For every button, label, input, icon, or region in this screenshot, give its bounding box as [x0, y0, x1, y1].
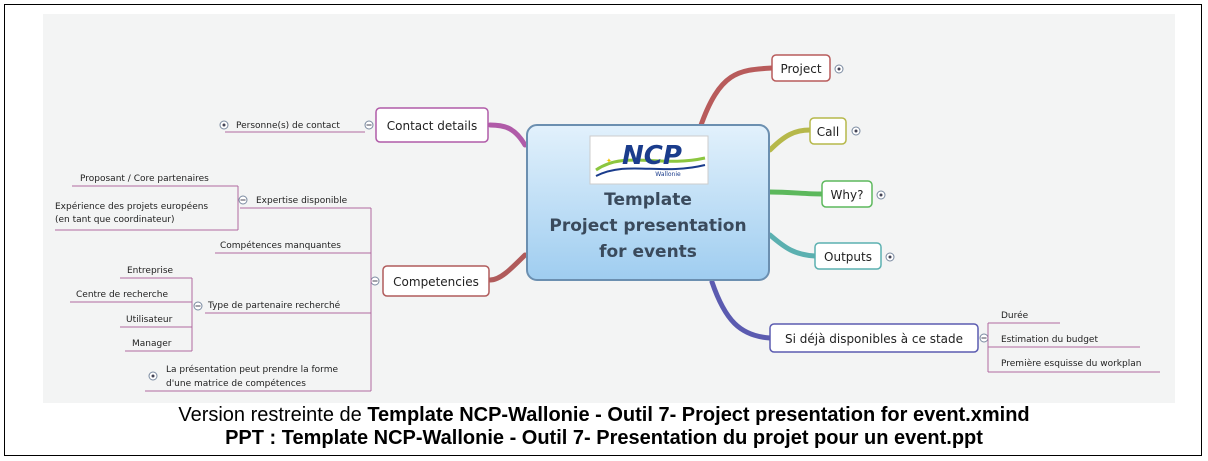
- branch-call: [767, 127, 813, 153]
- competences-manquantes-label[interactable]: Compétences manquantes: [220, 240, 341, 251]
- presentation-note-line-1[interactable]: La présentation peut prendre la forme: [166, 364, 338, 375]
- si-deja-child-workplan[interactable]: Première esquisse du workplan: [1001, 358, 1141, 369]
- topic-outputs[interactable]: Outputs: [814, 242, 882, 270]
- logo-text: NCP: [622, 141, 682, 171]
- ncp-logo: NCP Wallonie ✦: [589, 135, 709, 185]
- branch-why: [767, 189, 825, 197]
- central-title-line-1: Template: [604, 190, 692, 210]
- expand-outputs-icon[interactable]: [885, 252, 895, 262]
- expand-project-icon[interactable]: [834, 64, 844, 74]
- expand-call-icon[interactable]: [851, 126, 861, 136]
- partenaire-child-manager[interactable]: Manager: [132, 339, 172, 349]
- logo-star: ✦: [606, 157, 612, 165]
- caption-prefix: Version restreinte de: [178, 404, 368, 426]
- branch-contact: [487, 122, 528, 148]
- expertise-bracket: [55, 185, 239, 231]
- expertise-label[interactable]: Expertise disponible: [256, 196, 348, 206]
- caption-line-1: Version restreinte de Template NCP-Wallo…: [0, 404, 1208, 427]
- presentation-note-line-2: d'une matrice de compétences: [166, 378, 306, 389]
- topic-outputs-label: Outputs: [824, 250, 872, 264]
- collapse-type-partenaire-icon[interactable]: [193, 301, 203, 311]
- branch-si-deja: [709, 279, 773, 341]
- si-deja-child-budget[interactable]: Estimation du budget: [1001, 335, 1098, 345]
- central-title-line-2: Project presentation: [549, 216, 746, 236]
- topic-si-deja-label: Si déjà disponibles à ce stade: [785, 332, 963, 346]
- partenaire-child-entreprise[interactable]: Entreprise: [127, 266, 174, 276]
- expertise-child-experience-2: (en tant que coordinateur): [55, 215, 174, 225]
- partenaire-child-centre[interactable]: Centre de recherche: [76, 290, 168, 300]
- topic-competencies-label: Competencies: [393, 275, 479, 289]
- si-deja-bracket: [987, 322, 1160, 373]
- topic-project[interactable]: Project: [771, 54, 831, 82]
- caption-xmind-filename: Template NCP-Wallonie - Outil 7- Project…: [367, 404, 1030, 426]
- topic-contact-details[interactable]: Contact details: [375, 107, 489, 143]
- logo-subtext: Wallonie: [655, 171, 681, 178]
- type-partenaire-label[interactable]: Type de partenaire recherché: [207, 300, 341, 311]
- partenaire-child-utilisateur[interactable]: Utilisateur: [126, 315, 173, 325]
- collapse-competencies-icon[interactable]: [370, 276, 380, 286]
- expertise-child-experience-1[interactable]: Expérience des projets européens: [55, 201, 208, 212]
- topic-call-label: Call: [817, 125, 839, 139]
- collapse-expertise-icon[interactable]: [238, 195, 248, 205]
- topic-why-label: Why?: [831, 188, 864, 202]
- caption-line-2: PPT : Template NCP-Wallonie - Outil 7- P…: [225, 427, 983, 449]
- topic-contact-label: Contact details: [387, 119, 477, 133]
- central-title-line-3: for events: [599, 242, 697, 262]
- competencies-bracket: [145, 207, 372, 392]
- expand-presentation-note-icon[interactable]: [148, 371, 158, 381]
- figure-frame: [4, 4, 1202, 456]
- topic-call[interactable]: Call: [809, 117, 847, 145]
- type-partenaire-bracket: [70, 277, 193, 352]
- expand-contact-child-icon[interactable]: [219, 120, 229, 130]
- topic-why[interactable]: Why?: [821, 180, 873, 208]
- branch-outputs: [767, 232, 818, 259]
- si-deja-child-duree[interactable]: Durée: [1001, 310, 1029, 321]
- expertise-child-proposant[interactable]: Proposant / Core partenaires: [80, 174, 209, 184]
- collapse-si-deja-icon[interactable]: [979, 333, 989, 343]
- expand-why-icon[interactable]: [876, 190, 886, 200]
- branch-competencies: [487, 252, 528, 283]
- contact-child-personne[interactable]: Personne(s) de contact: [236, 121, 340, 131]
- topic-si-deja[interactable]: Si déjà disponibles à ce stade: [769, 323, 979, 353]
- collapse-contact-icon[interactable]: [364, 120, 374, 130]
- branch-project: [697, 65, 775, 131]
- topic-competencies[interactable]: Competencies: [382, 265, 490, 297]
- topic-project-label: Project: [780, 62, 821, 76]
